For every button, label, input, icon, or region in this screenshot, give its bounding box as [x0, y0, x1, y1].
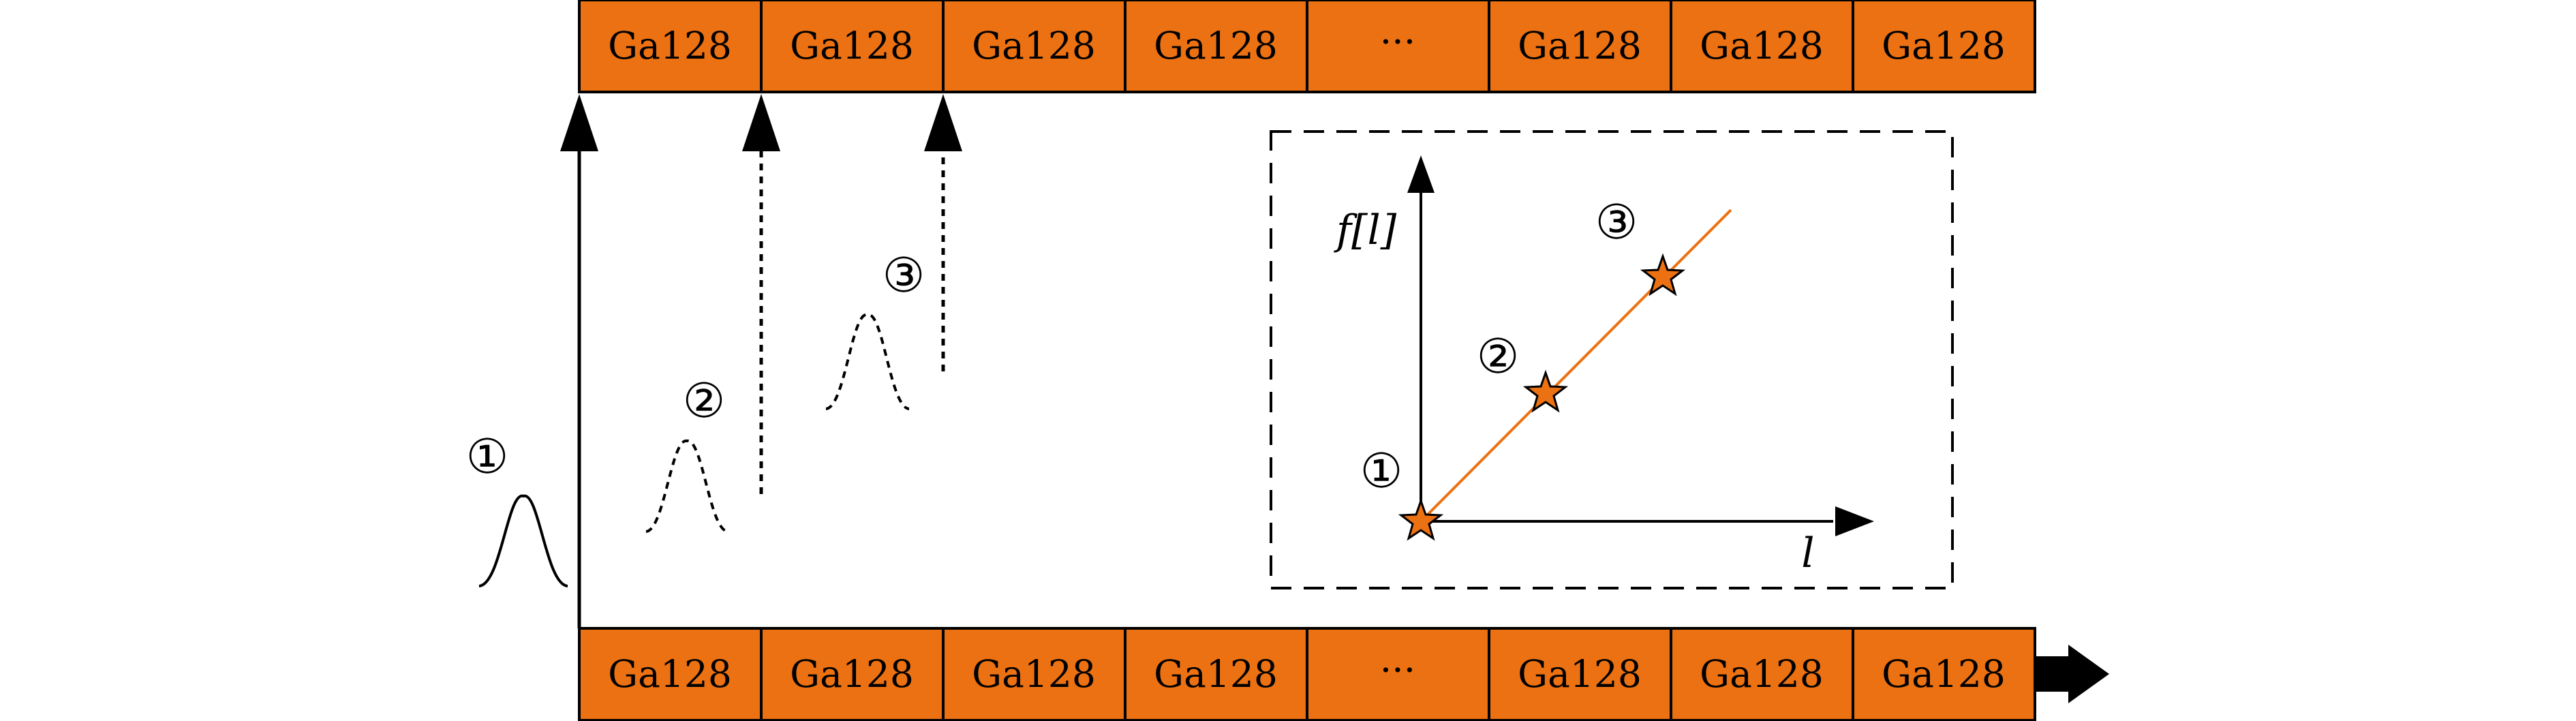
top-cell: Ga128: [760, 0, 945, 93]
inset-star-2-icon: [1522, 369, 1569, 413]
inset-x-label: l: [1801, 530, 1814, 577]
pulse-3-label: ③: [883, 247, 925, 303]
bottom-cell: Ga128: [760, 627, 945, 721]
top-cell-label: Ga128: [608, 24, 732, 67]
pulse-2-shape: [645, 440, 729, 533]
top-cell-label: ···: [1380, 20, 1415, 63]
top-cell-label: Ga128: [1518, 24, 1642, 67]
inset-point-1-label: ①: [1360, 443, 1403, 499]
pulse-1-path-arrow: [560, 94, 598, 628]
top-cell: Ga128: [942, 0, 1126, 93]
pulse-2-label: ②: [683, 373, 726, 429]
top-cell-label: Ga128: [790, 24, 914, 67]
bottom-cell: Ga128: [1488, 627, 1672, 721]
top-cell-label: Ga128: [972, 24, 1096, 67]
inset-point-3-label: ③: [1595, 194, 1638, 250]
output-arrow-icon: [2036, 645, 2109, 703]
inset-y-axis-arrow-icon: [1407, 155, 1435, 193]
top-cell-label: Ga128: [1154, 24, 1278, 67]
top-cell: Ga128: [578, 0, 763, 93]
bottom-cell-label: Ga128: [1518, 652, 1642, 696]
top-cell-ellipsis: ···: [1306, 0, 1490, 93]
inset-frame: [1270, 130, 1954, 589]
bottom-register: Ga128 Ga128 Ga128 Ga128 ··· Ga128 Ga128 …: [578, 627, 2036, 721]
bottom-cell-label: Ga128: [972, 652, 1096, 696]
bottom-cell-label: Ga128: [1700, 652, 1824, 696]
bottom-cell-label: Ga128: [1882, 652, 2006, 696]
bottom-cell: Ga128: [942, 627, 1126, 721]
bottom-cell: Ga128: [578, 627, 763, 721]
inset-y-label: f[l]: [1334, 206, 1397, 254]
bottom-cell-label: ···: [1380, 648, 1415, 692]
inset-plot: f[l] l ① ② ③: [1270, 130, 1954, 589]
top-cell: Ga128: [1124, 0, 1308, 93]
inset-point-2-label: ②: [1477, 328, 1520, 384]
inset-linear-line: [1420, 209, 1732, 523]
bottom-cell: Ga128: [1670, 627, 1854, 721]
pulse-2-path-arrow: [742, 94, 780, 494]
inset-x-axis-arrow-icon: [1835, 506, 1874, 536]
bottom-cell-label: Ga128: [1154, 652, 1278, 696]
top-cell-label: Ga128: [1882, 24, 2006, 67]
pulse-1-label: ①: [466, 429, 509, 485]
top-cell: Ga128: [1488, 0, 1672, 93]
bottom-cell-label: Ga128: [790, 652, 914, 696]
pulse-1-shape: [478, 494, 568, 587]
inset-star-3-icon: [1640, 253, 1686, 296]
top-register: Ga128 Ga128 Ga128 Ga128 ··· Ga128 Ga128 …: [578, 0, 2036, 93]
bottom-cell-ellipsis: ···: [1306, 627, 1490, 721]
top-cell-label: Ga128: [1700, 24, 1824, 67]
pulse-3-shape: [825, 313, 910, 410]
top-cell: Ga128: [1852, 0, 2036, 93]
inset-star-1-icon: [1398, 497, 1444, 541]
bottom-cell: Ga128: [1852, 627, 2036, 721]
bottom-cell: Ga128: [1124, 627, 1308, 721]
top-cell: Ga128: [1670, 0, 1854, 93]
pulse-3-path-arrow: [924, 94, 962, 371]
bottom-cell-label: Ga128: [608, 652, 732, 696]
